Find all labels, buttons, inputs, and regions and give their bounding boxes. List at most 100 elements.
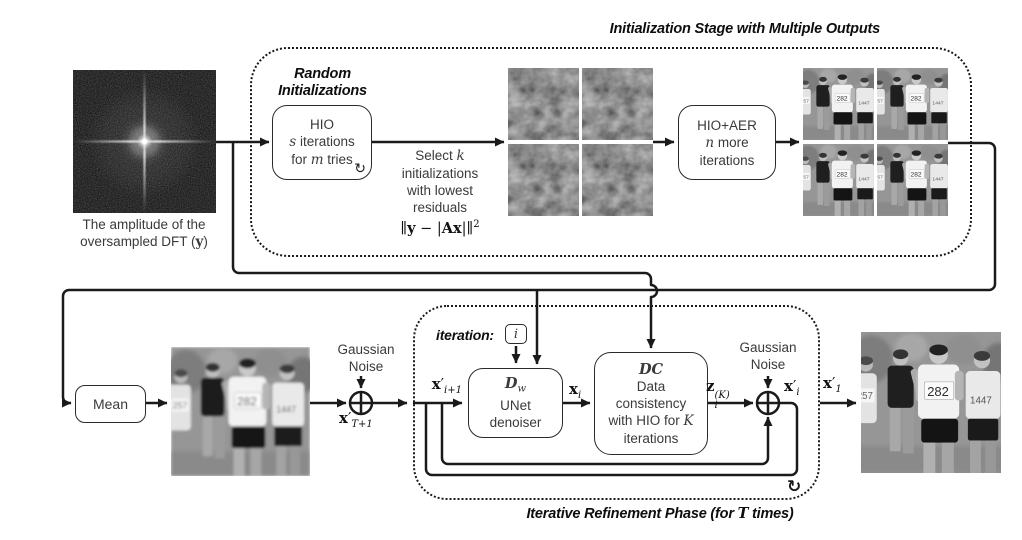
select-line2: initializations xyxy=(401,166,479,181)
hioaer-line2-rest: more xyxy=(714,134,749,150)
hio-s-var: s xyxy=(289,134,297,150)
dc-K-var: K xyxy=(683,412,694,429)
hio-line3-post: tries xyxy=(323,152,353,167)
xT1-prime: ′ xyxy=(347,409,352,427)
gaussian-noise-label-2: Gaussian Noise xyxy=(726,339,810,373)
line-grid2-to-mean xyxy=(61,141,997,408)
denoiser-sub-w: w xyxy=(517,383,527,395)
noisy-init-image-4 xyxy=(582,144,653,216)
denoiser-line2: UNet xyxy=(500,398,531,414)
iteration-counter-box: i xyxy=(505,324,527,344)
xT1-base: x xyxy=(339,409,348,427)
random-label-line1: Random xyxy=(294,66,351,82)
xi1-base: x xyxy=(431,375,441,393)
label-x-i-plus-1: x′i+1 xyxy=(412,375,462,396)
formula-open: ∥ xyxy=(400,220,408,237)
final-output-image xyxy=(861,332,1001,473)
hioaer-line2: n more xyxy=(705,134,748,152)
xiP-base: x xyxy=(784,377,793,395)
ziK-base: z xyxy=(706,377,715,395)
denoiser-symbol: Dw xyxy=(505,375,526,398)
stage2-title: Iterative Refinement Phase (for T times) xyxy=(460,505,860,523)
gaussian1-line2: Noise xyxy=(348,359,384,374)
select-line3: with lowest xyxy=(406,183,474,198)
select-line4: residuals xyxy=(412,200,468,215)
dft-caption: The amplitude of the oversampled DFT (y) xyxy=(40,216,248,251)
select-line1-pre: Select xyxy=(415,148,457,163)
residual-formula: ∥y − |Ax|∥2 xyxy=(400,219,480,237)
dc-line5: iterations xyxy=(623,430,679,446)
mean-box: Mean xyxy=(75,385,146,423)
x1-sub: 1 xyxy=(835,384,842,395)
dc-line4: with HIO for K xyxy=(608,412,693,430)
ziK-sub: i xyxy=(714,400,718,411)
gaussian-noise-label-1: Gaussian Noise xyxy=(324,341,408,375)
xi1-prime: ′ xyxy=(440,375,445,393)
xiP-prime: ′ xyxy=(792,377,797,395)
gaussian2-line2: Noise xyxy=(750,357,786,372)
dc-line3: consistency xyxy=(615,395,687,411)
hio-line3-pre: for xyxy=(291,152,311,167)
noisy-init-image-2 xyxy=(582,68,653,140)
x1-prime: ′ xyxy=(831,374,836,392)
refined-init-image-2 xyxy=(877,68,948,140)
data-consistency-box: DC Data consistency with HIO for K itera… xyxy=(594,352,708,455)
label-x-1: x′1 xyxy=(823,374,842,395)
hioaer-line1: HIO+AER xyxy=(697,117,757,133)
initialization-stage-container xyxy=(250,47,972,257)
denoiser-script-d: D xyxy=(504,374,518,392)
hioaer-line3: iterations xyxy=(699,152,755,168)
select-k-var: k xyxy=(456,148,465,164)
gaussian1-line1: Gaussian xyxy=(337,342,395,357)
hio-line1: HIO xyxy=(309,117,334,132)
refinement-loop-icon: ↻ xyxy=(787,477,802,497)
x1-base: x xyxy=(823,374,832,392)
line-y-to-dc xyxy=(231,142,659,349)
dc-script: DC xyxy=(638,360,664,378)
noisy-init-image-3 xyxy=(508,144,579,216)
label-x-T-plus-1: x′T+1 xyxy=(339,409,373,430)
refined-init-image-4 xyxy=(877,144,948,216)
label-x-i: xi xyxy=(569,380,581,401)
dc-line4-pre: with HIO for xyxy=(608,412,684,428)
formula-ax: Ax xyxy=(441,219,462,237)
refined-init-image-1 xyxy=(803,68,874,140)
dft-caption-line1: The amplitude of the xyxy=(82,217,206,232)
hioaer-box: HIO+AER n more iterations xyxy=(678,105,776,180)
hio-m-var: m xyxy=(310,152,324,168)
hio-line2: s iterations xyxy=(289,133,354,151)
xi-sub: i xyxy=(577,390,582,401)
stage2-title-post: times) xyxy=(748,506,794,522)
label-z-i-K: z(K)i xyxy=(706,377,730,411)
dft-amplitude-image xyxy=(73,70,216,213)
label-x-i-prime: x′i xyxy=(784,377,800,398)
formula-close: |∥ xyxy=(461,220,474,237)
hio-line3: for m tries xyxy=(291,151,353,169)
stage1-title: Initialization Stage with Multiple Outpu… xyxy=(609,21,881,37)
ziK-supsub: (K)i xyxy=(715,391,730,411)
stage2-title-pre: Iterative Refinement Phase (for xyxy=(526,506,738,522)
adder1-plus-circle xyxy=(348,390,374,416)
noisy-init-image-1 xyxy=(508,68,579,140)
adder2-plus-circle xyxy=(755,390,781,416)
ziK-sup: (K) xyxy=(714,390,730,401)
stage2-title-var: T xyxy=(737,505,749,522)
gaussian2-line1: Gaussian xyxy=(739,340,797,355)
dc-symbol: DC xyxy=(639,361,663,378)
refined-init-image-3 xyxy=(803,144,874,216)
denoiser-line3: denoiser xyxy=(489,415,542,431)
formula-mid: − | xyxy=(415,220,442,237)
formula-sup: 2 xyxy=(473,219,480,230)
iteration-label: iteration: xyxy=(436,327,494,343)
dft-caption-line2-post: ) xyxy=(203,234,208,249)
hio-line2-rest: iterations xyxy=(296,134,355,149)
xiP-sub: i xyxy=(796,387,800,398)
xi1-sub: i+1 xyxy=(444,385,462,396)
hio-loop-icon: ↻ xyxy=(354,161,366,177)
xT1-sub: T+1 xyxy=(351,419,373,430)
iteration-var: i xyxy=(513,326,519,342)
hio-box: HIO s iterations for m tries ↻ xyxy=(272,105,372,180)
dc-line2: Data xyxy=(636,378,666,394)
dft-caption-y-var: y xyxy=(195,234,204,250)
